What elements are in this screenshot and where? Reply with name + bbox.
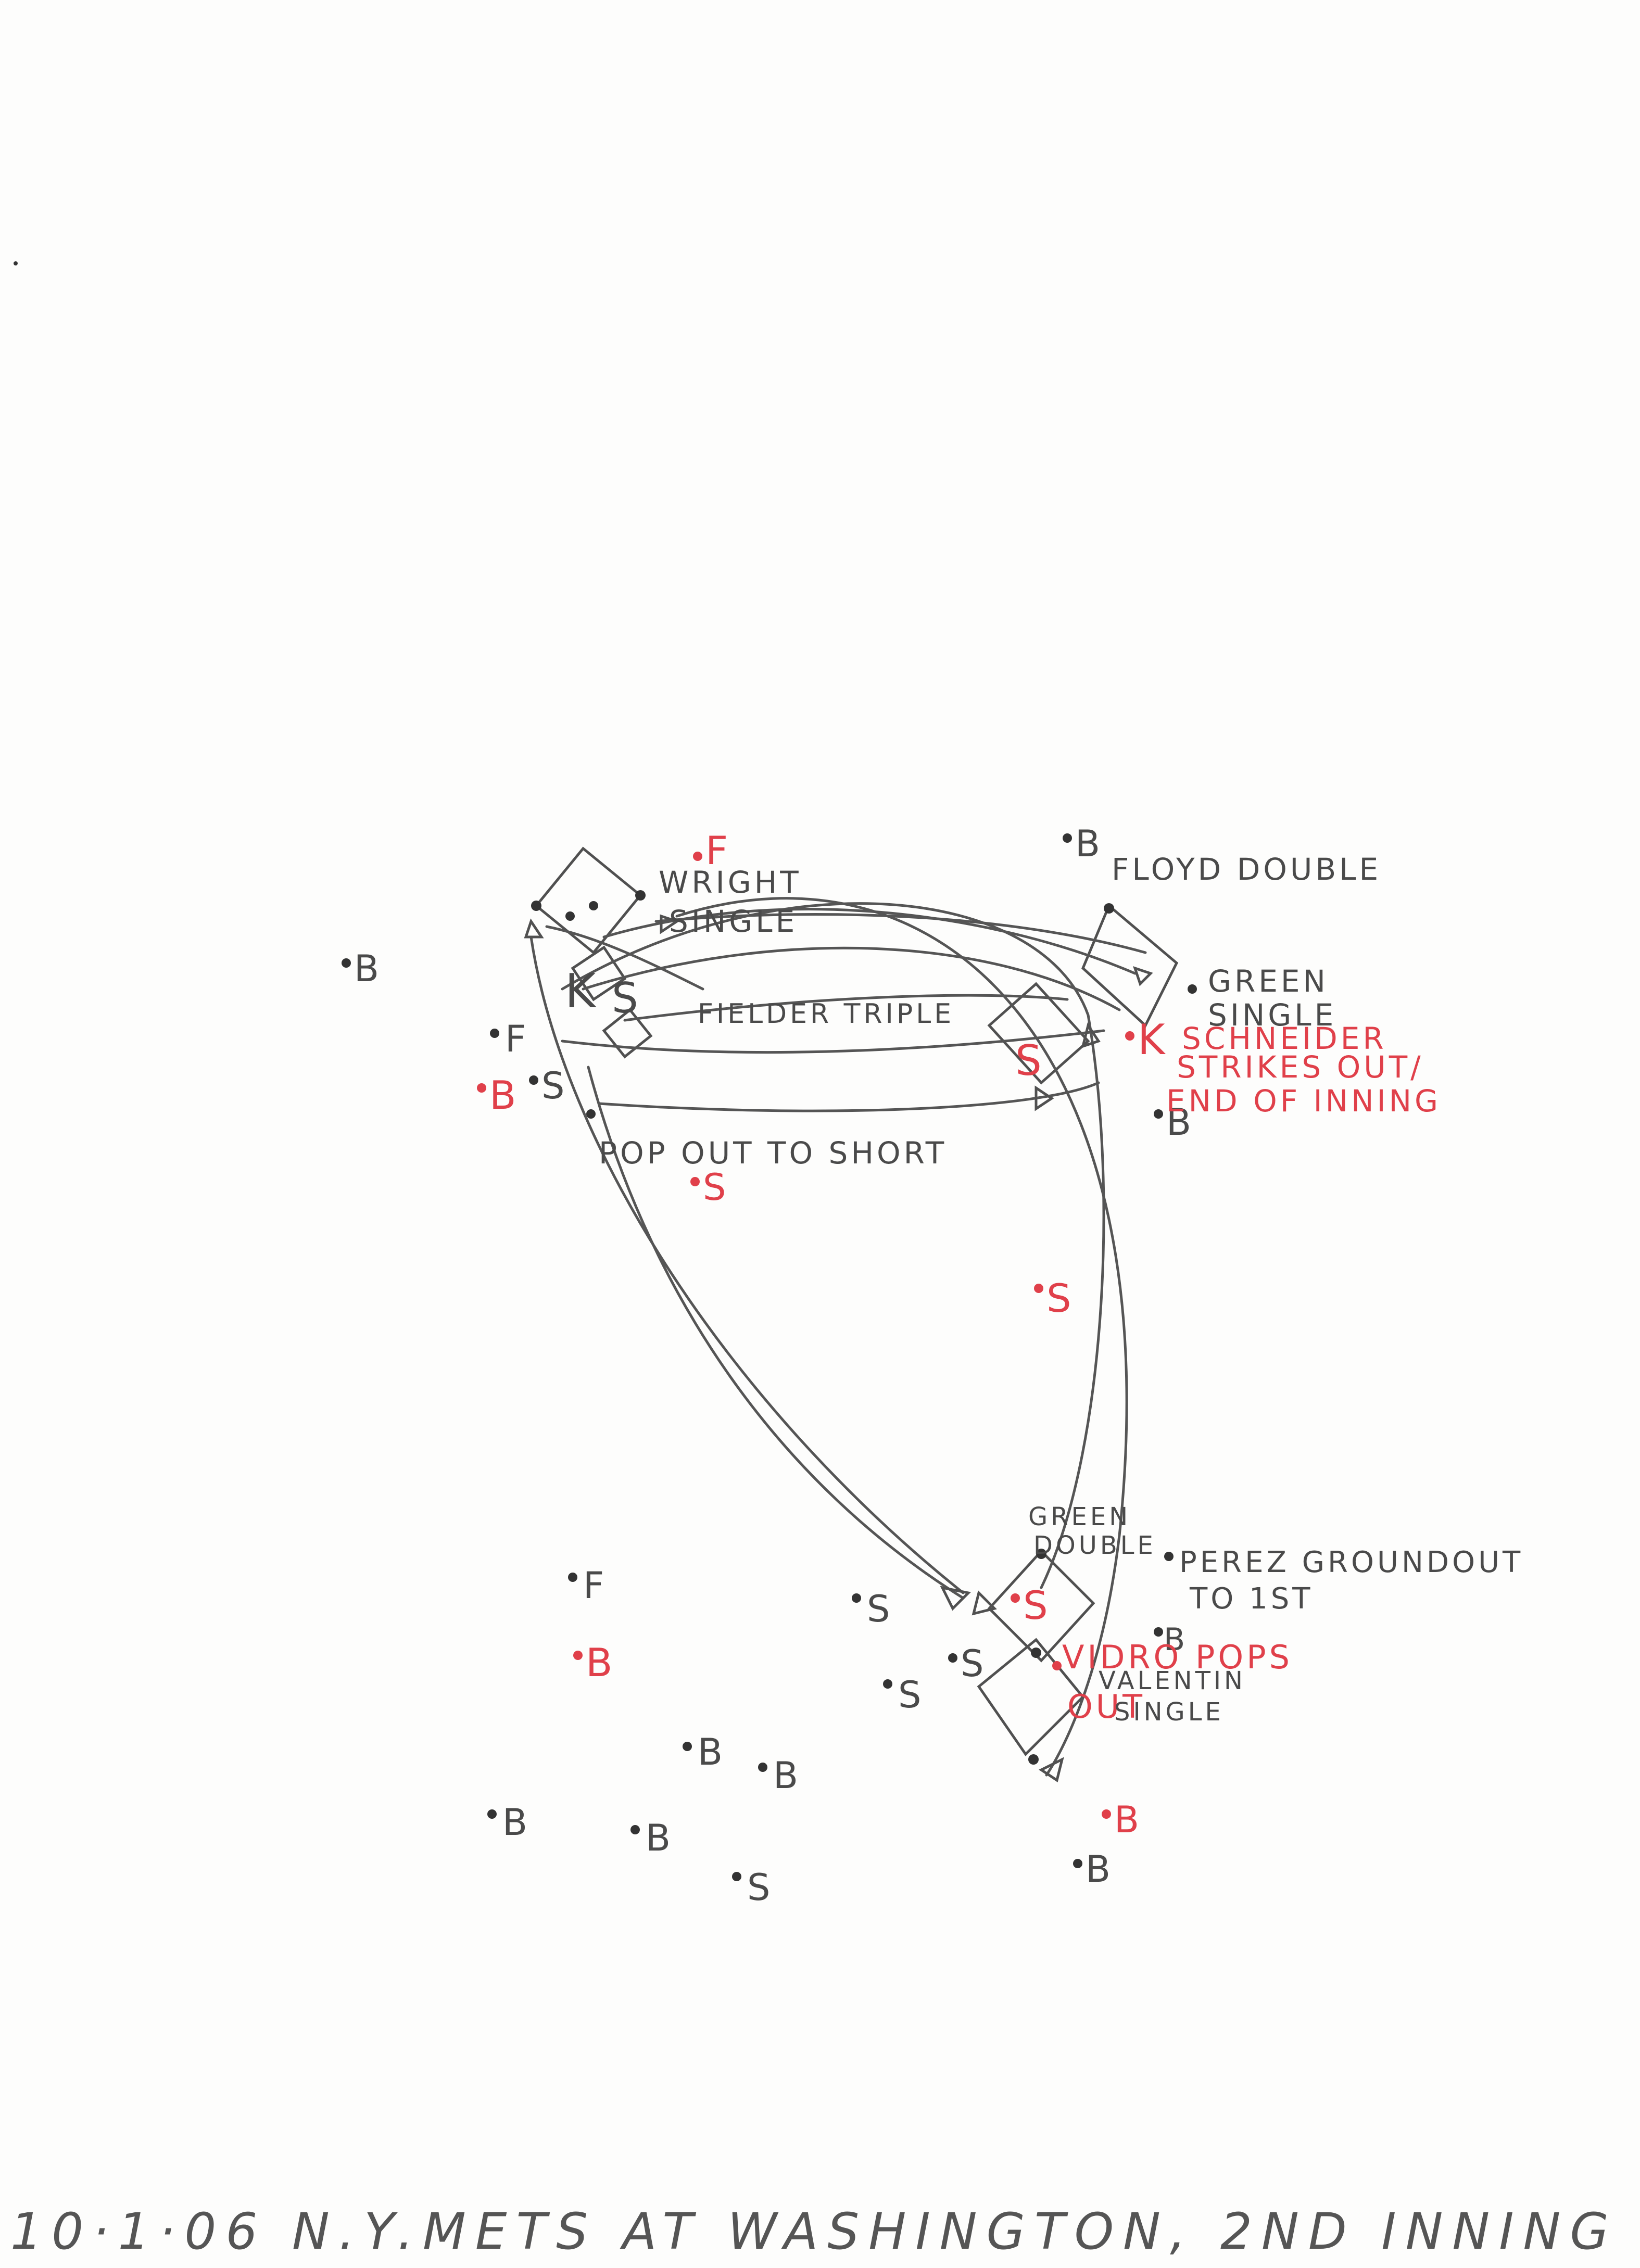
mark-b-3: B bbox=[1166, 1101, 1194, 1144]
arrowheads bbox=[524, 914, 1153, 1783]
pitch-marks-pencil: B B F S B F S S S B B B B S B B K S bbox=[342, 822, 1194, 1909]
red-mark-b-2: B bbox=[586, 1640, 615, 1686]
label-fielder-triple: FIELDER TRIPLE bbox=[698, 998, 954, 1030]
label-wright-single-2: SINGLE bbox=[669, 904, 798, 939]
mark-k-1: K bbox=[565, 964, 599, 1019]
mark-b-6: B bbox=[502, 1801, 531, 1844]
mark-b-1: B bbox=[354, 947, 382, 990]
trajectory-arcs bbox=[529, 897, 1147, 1777]
mark-b-5: B bbox=[773, 1754, 801, 1797]
label-wright-single-1: WRIGHT bbox=[659, 865, 802, 900]
red-mark-b-1: B bbox=[489, 1072, 519, 1118]
mark-b-4: B bbox=[698, 1731, 726, 1773]
red-mark-s-1: S bbox=[703, 1166, 729, 1209]
mark-b-7: B bbox=[646, 1817, 674, 1859]
label-valentin-2: SINGLE bbox=[1114, 1697, 1224, 1727]
pitch-marks-red: F B S S S B B K S bbox=[477, 828, 1168, 1841]
mark-f-1: F bbox=[505, 1018, 529, 1060]
upper-right-diamond bbox=[987, 903, 1179, 1085]
red-mark-s-3: S bbox=[1023, 1582, 1051, 1628]
stray-mark bbox=[14, 261, 18, 265]
label-perez-1: PEREZ GROUNDOUT bbox=[1179, 1545, 1523, 1579]
red-mark-k-1: K bbox=[1138, 1016, 1168, 1064]
mark-f-2: F bbox=[583, 1564, 607, 1607]
label-green-single-1: GREEN bbox=[1208, 964, 1329, 999]
label-green-double-1: GREEN bbox=[1028, 1502, 1131, 1531]
red-mark-f-1: F bbox=[705, 828, 731, 873]
label-vidro-1: VIDRO POPS bbox=[1062, 1638, 1293, 1676]
label-green-single-2: SINGLE bbox=[1208, 997, 1336, 1033]
mark-b-8: B bbox=[1164, 1621, 1188, 1658]
red-mark-s-2: S bbox=[1046, 1275, 1075, 1321]
caption: 10·1·06 N.Y.METS AT WASHINGTON, 2ND INNI… bbox=[10, 2202, 1618, 2261]
mark-s-3: S bbox=[961, 1642, 987, 1685]
red-mark-s-4: S bbox=[1015, 1036, 1045, 1085]
label-schneider-1: SCHNEIDER bbox=[1182, 1021, 1387, 1056]
mark-s-5: S bbox=[747, 1866, 773, 1909]
label-vidro-2: OUT bbox=[1067, 1688, 1145, 1726]
upper-left-diamond bbox=[531, 846, 653, 1059]
label-popout: POP OUT TO SHORT bbox=[599, 1135, 947, 1171]
mark-b-2: B bbox=[1075, 822, 1103, 865]
mark-s-6: S bbox=[612, 974, 641, 1022]
label-schneider-2: STRIKES OUT/ bbox=[1177, 1049, 1424, 1085]
label-floyd-double: FLOYD DOUBLE bbox=[1112, 852, 1381, 887]
mark-s-1: S bbox=[541, 1065, 567, 1107]
play-labels: WRIGHT SINGLE FLOYD DOUBLE GREEN SINGLE … bbox=[586, 852, 1523, 1727]
label-green-double-2: DOUBLE bbox=[1033, 1531, 1156, 1560]
label-schneider-3: END OF INNING bbox=[1166, 1083, 1441, 1119]
mark-s-2: S bbox=[867, 1588, 893, 1630]
mark-s-4: S bbox=[898, 1674, 924, 1716]
red-mark-b-3: B bbox=[1114, 1798, 1142, 1841]
label-valentin-1: VALENTIN bbox=[1099, 1666, 1246, 1695]
label-perez-2: TO 1ST bbox=[1189, 1582, 1313, 1616]
mark-b-9: B bbox=[1086, 1848, 1114, 1891]
